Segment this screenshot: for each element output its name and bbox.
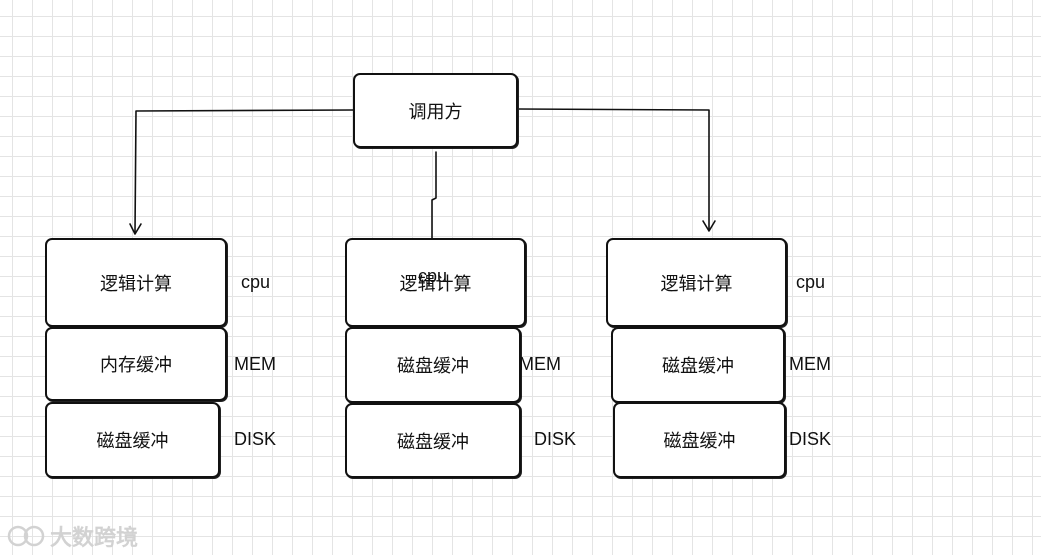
middle-layer-disk-buffer: 磁盘缓冲 xyxy=(345,327,521,403)
left-layer-logic: 逻辑计算 xyxy=(45,238,227,327)
layer-label: 磁盘缓冲 xyxy=(96,431,169,452)
watermark-logo-icon xyxy=(7,525,45,547)
watermark-text: 大数跨境 xyxy=(50,526,139,551)
layer-label: 内存缓冲 xyxy=(100,355,172,376)
right-layer-disk: 磁盘缓冲 xyxy=(613,402,786,478)
arrow-to-right-column xyxy=(517,108,710,231)
watermark: 大数跨境 xyxy=(6,520,138,552)
left-tag-disk: DISK xyxy=(234,429,277,449)
arrowhead-left xyxy=(129,223,142,235)
middle-layer-disk: 磁盘缓冲 xyxy=(345,403,521,478)
right-tag-mem: MEM xyxy=(789,354,831,374)
left-tag-cpu: cpu xyxy=(241,272,271,292)
layer-label: 逻辑计算 xyxy=(660,273,733,295)
layer-label: 磁盘缓冲 xyxy=(397,356,469,377)
middle-tag-mem: MEM xyxy=(519,354,561,374)
caller-label: 调用方 xyxy=(408,101,463,123)
middle-layer-logic: 逻辑计算 xyxy=(345,238,526,327)
right-tag-cpu: cpu xyxy=(796,272,826,292)
arrow-to-left-column xyxy=(134,109,354,233)
right-layer-logic: 逻辑计算 xyxy=(606,238,787,327)
arrowhead-right xyxy=(702,220,716,232)
middle-tag-cpu: cpu xyxy=(418,266,448,286)
caller-box: 调用方 xyxy=(353,73,518,148)
left-layer-memory: 内存缓冲 xyxy=(45,327,227,401)
layer-label: 磁盘缓冲 xyxy=(397,431,469,453)
left-tag-mem: MEM xyxy=(234,354,276,374)
layer-label: 逻辑计算 xyxy=(399,273,472,295)
left-layer-disk: 磁盘缓冲 xyxy=(45,402,220,478)
right-tag-disk: DISK xyxy=(789,429,832,449)
layer-label: 逻辑计算 xyxy=(100,273,172,295)
right-layer-disk-buffer: 磁盘缓冲 xyxy=(611,327,785,403)
arrow-to-middle-column xyxy=(431,151,437,241)
middle-tag-disk: DISK xyxy=(534,429,577,449)
layer-label: 磁盘缓冲 xyxy=(663,431,736,452)
layer-label: 磁盘缓冲 xyxy=(662,356,734,377)
